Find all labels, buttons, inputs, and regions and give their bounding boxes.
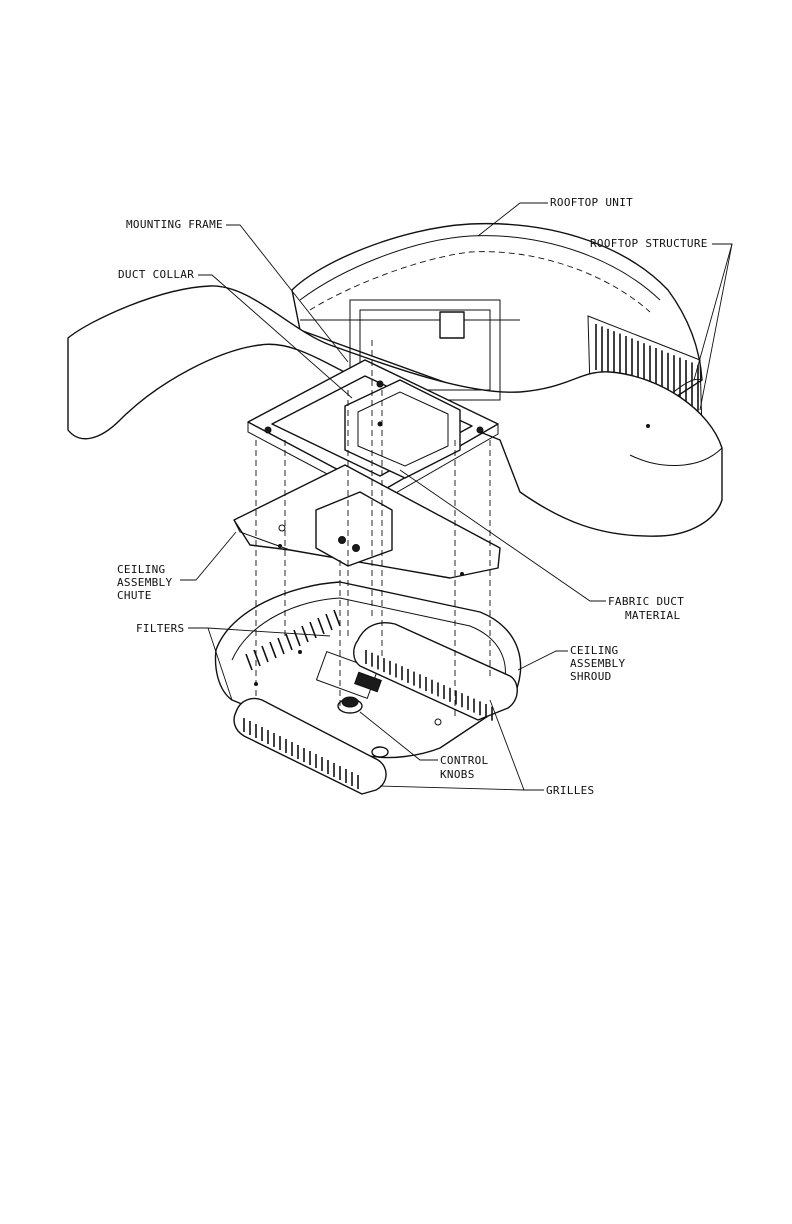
ceiling-chute: [234, 465, 500, 578]
label-rooftop-structure: ROOFTOP STRUCTURE: [590, 237, 708, 250]
label-duct-collar: DUCT COLLAR: [118, 268, 194, 281]
label-ceiling-chute-3: CHUTE: [117, 589, 152, 602]
label-ceiling-chute-2: ASSEMBLY: [117, 576, 172, 589]
label-filters: FILTERS: [136, 622, 184, 635]
label-shroud-2: ASSEMBLY: [570, 657, 625, 670]
label-control-knobs-1: CONTROL: [440, 754, 489, 767]
label-fabric-duct-1: FABRIC DUCT: [608, 595, 684, 608]
label-ceiling-chute-1: CEILING: [117, 563, 165, 576]
label-mounting-frame: MOUNTING FRAME: [126, 218, 223, 231]
label-control-knobs-2: KNOBS: [440, 768, 475, 781]
label-grilles: GRILLES: [546, 784, 594, 797]
label-shroud-1: CEILING: [570, 644, 618, 657]
label-shroud-3: SHROUD: [570, 670, 612, 683]
label-fabric-duct-2: MATERIAL: [625, 609, 680, 622]
label-rooftop-unit: ROOFTOP UNIT: [550, 196, 633, 209]
